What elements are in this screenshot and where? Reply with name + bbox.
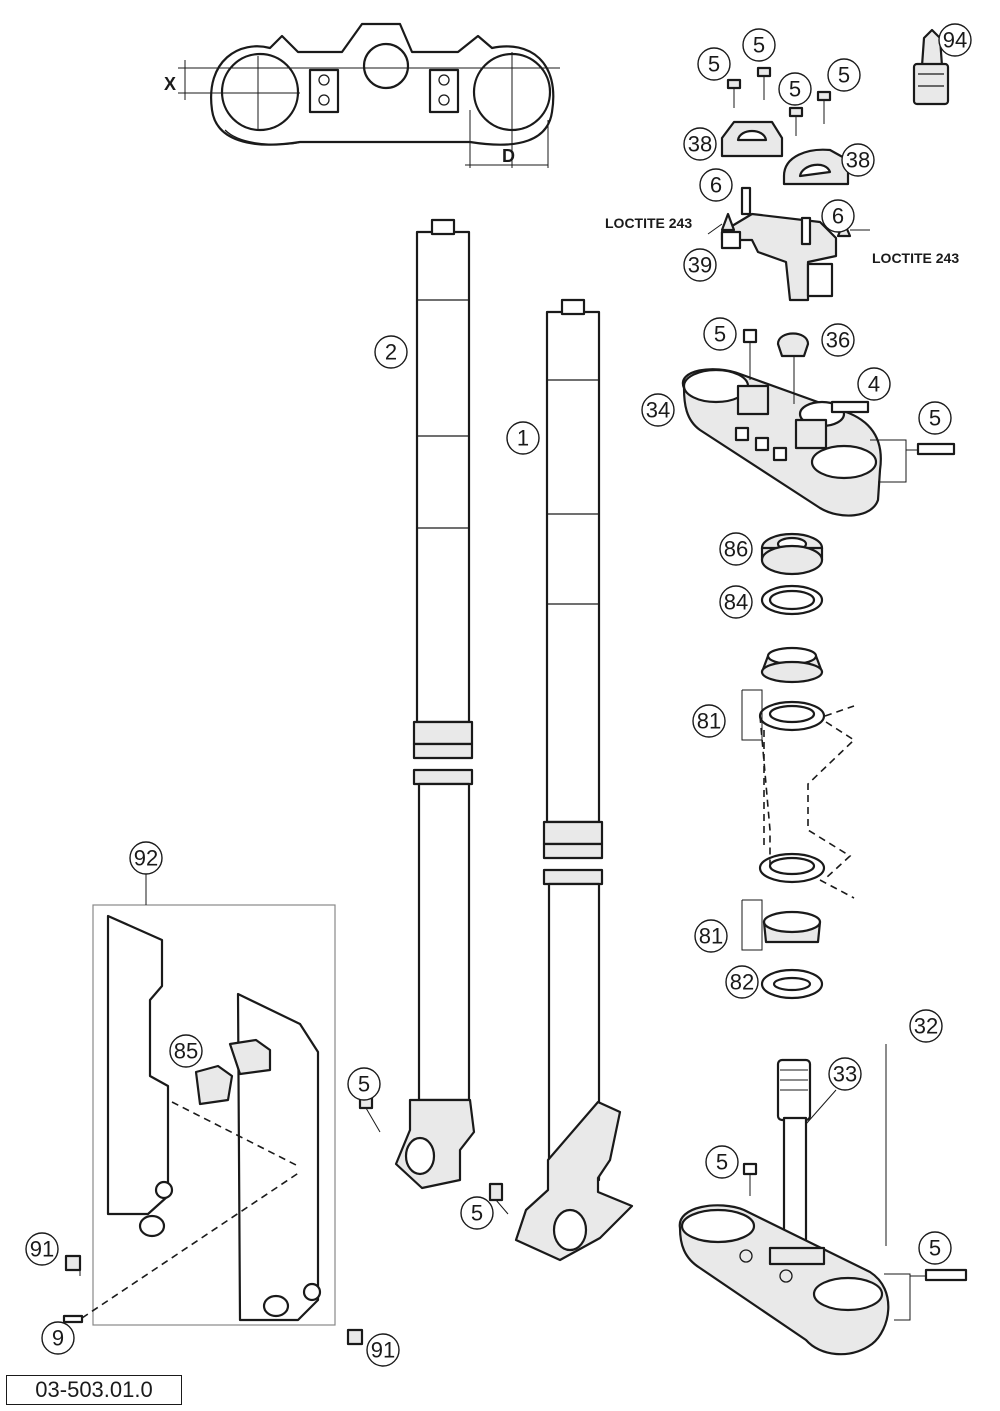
callout-5-f: 5: [918, 401, 952, 435]
dimension-x-label: X: [164, 74, 176, 94]
svg-text:82: 82: [730, 970, 754, 995]
callout-38-a: 38: [683, 127, 717, 161]
callout-1: 1: [506, 421, 540, 455]
svg-text:5: 5: [471, 1201, 483, 1226]
svg-text:5: 5: [838, 63, 850, 88]
svg-text:38: 38: [688, 132, 712, 157]
svg-text:2: 2: [385, 340, 397, 365]
svg-text:92: 92: [134, 846, 158, 871]
dimension-d-label: D: [502, 146, 515, 166]
svg-text:4: 4: [868, 372, 880, 397]
svg-text:5: 5: [708, 52, 720, 77]
clamp-bolts: [726, 66, 832, 136]
callout-32: 32: [909, 1009, 943, 1043]
triple-clamp-dimension-view: X D: [164, 22, 560, 168]
callout-5-d: 5: [827, 58, 861, 92]
svg-text:6: 6: [832, 204, 844, 229]
callout-84: 84: [719, 585, 753, 619]
callout-2: 2: [374, 335, 408, 369]
callout-91-a: 91: [25, 1232, 59, 1266]
svg-text:86: 86: [724, 537, 748, 562]
svg-text:81: 81: [699, 924, 723, 949]
callout-92: 92: [129, 841, 163, 875]
callout-82: 82: [725, 965, 759, 999]
upper-triple-clamp: [681, 328, 956, 517]
callout-91-b: 91: [366, 1333, 400, 1367]
callout-36: 36: [821, 323, 855, 357]
callout-5-c: 5: [778, 72, 812, 106]
callout-4: 4: [857, 367, 891, 401]
callout-6-b: 6: [821, 199, 855, 233]
callout-5-i: 5: [705, 1145, 739, 1179]
callout-5-a: 5: [697, 47, 731, 81]
callout-39: 39: [683, 248, 717, 282]
diagram-reference-code: 03-503.01.0: [6, 1375, 182, 1405]
fork-leg-2: [394, 218, 476, 1190]
loctite-note-left: LOCTITE 243: [605, 215, 692, 231]
svg-text:39: 39: [688, 253, 712, 278]
svg-text:36: 36: [826, 328, 850, 353]
svg-text:6: 6: [710, 173, 722, 198]
steering-bearings: [741, 532, 856, 1000]
callout-9: 9: [41, 1321, 75, 1355]
svg-text:81: 81: [697, 709, 721, 734]
callout-81-b: 81: [694, 919, 728, 953]
callout-5-j: 5: [918, 1231, 952, 1265]
svg-text:94: 94: [943, 28, 967, 53]
svg-text:5: 5: [358, 1072, 370, 1097]
callout-5-g: 5: [347, 1067, 381, 1101]
svg-text:5: 5: [714, 322, 726, 347]
callout-86: 86: [719, 532, 753, 566]
callout-34: 34: [641, 393, 675, 427]
callout-6-a: 6: [699, 168, 733, 202]
svg-text:5: 5: [929, 406, 941, 431]
callout-94: 94: [938, 23, 972, 57]
loctite-note-right: LOCTITE 243: [872, 250, 959, 266]
callout-5-h: 5: [460, 1196, 494, 1230]
callout-85: 85: [169, 1034, 203, 1068]
svg-text:91: 91: [30, 1237, 54, 1262]
callout-5-e: 5: [703, 317, 737, 351]
svg-text:34: 34: [646, 398, 670, 423]
svg-text:9: 9: [52, 1326, 64, 1351]
callout-33: 33: [828, 1057, 862, 1091]
svg-text:5: 5: [789, 77, 801, 102]
svg-text:5: 5: [716, 1150, 728, 1175]
svg-text:1: 1: [517, 426, 529, 451]
callout-38-b: 38: [841, 143, 875, 177]
svg-text:5: 5: [753, 33, 765, 58]
svg-text:38: 38: [846, 148, 870, 173]
svg-text:32: 32: [914, 1014, 938, 1039]
handlebar-clamp-group: LOCTITE 243 LOCTITE 243: [605, 28, 959, 302]
svg-text:85: 85: [174, 1039, 198, 1064]
callout-5-b: 5: [742, 28, 776, 62]
fork-leg-1: [514, 298, 634, 1262]
svg-text:5: 5: [929, 1236, 941, 1261]
callout-81-a: 81: [692, 704, 726, 738]
svg-text:84: 84: [724, 590, 748, 615]
lower-triple-clamp: [678, 1044, 968, 1356]
svg-text:33: 33: [833, 1062, 857, 1087]
svg-text:91: 91: [371, 1338, 395, 1363]
